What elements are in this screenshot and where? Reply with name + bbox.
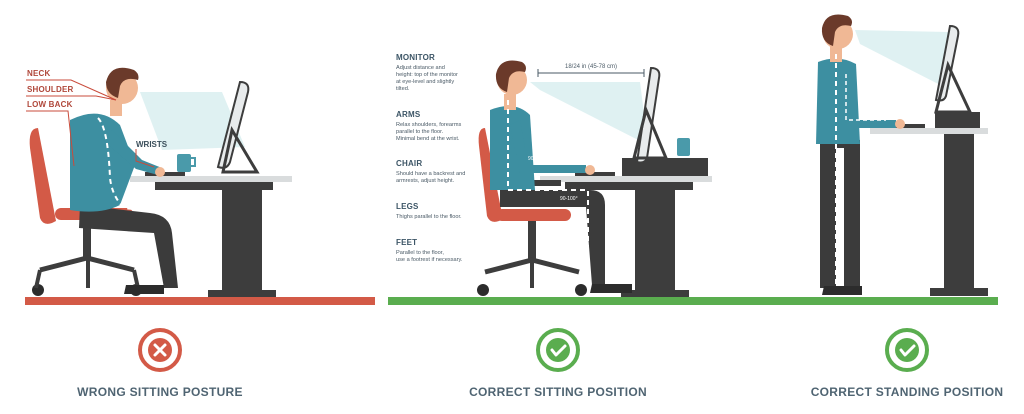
wrong-sitting-scene: NECK SHOULDER LOW BACK WRISTS — [26, 67, 292, 297]
posture-callouts — [26, 79, 155, 168]
floor-correct — [388, 297, 998, 305]
caption-correct-sitting: CORRECT SITTING POSITION — [469, 385, 647, 399]
floor-wrong — [25, 297, 375, 305]
label-shoulder: SHOULDER — [27, 85, 74, 94]
note-monitor-title: MONITOR — [396, 53, 435, 62]
monitor — [934, 24, 973, 114]
correct-sitting-scene: MONITOR Adjust distance and height: top … — [396, 53, 712, 297]
standing-desk — [870, 112, 988, 296]
sight-cone — [855, 30, 950, 90]
note-legs-line: Thighs parallel to the floor. — [396, 214, 462, 220]
check-icon — [885, 328, 929, 372]
note-monitor-line: tilted. — [396, 86, 410, 92]
keyboard — [575, 172, 615, 176]
note-legs-title: LEGS — [396, 202, 419, 211]
note-monitor-line: height: top of the monitor — [396, 72, 458, 78]
sight-cone — [530, 82, 648, 145]
mug — [177, 154, 191, 172]
note-chair-title: CHAIR — [396, 159, 422, 168]
check-icon — [536, 328, 580, 372]
elbow-angle: 90-100° — [528, 156, 546, 162]
note-arms-line: parallel to the floor. — [396, 129, 444, 135]
note-arms-line: Minimal bend at the wrist. — [396, 136, 460, 142]
monitor — [632, 66, 669, 164]
note-feet-line: Parallel to the floor, — [396, 250, 444, 256]
label-low-back: LOW BACK — [27, 100, 73, 109]
note-monitor-line: Adjust distance and — [396, 65, 445, 71]
correct-standing-scene — [816, 14, 988, 296]
distance-label: 18/24 in (45-78 cm) — [565, 64, 617, 70]
note-chair-line: Should have a backrest and — [396, 171, 465, 177]
monitor — [140, 80, 260, 174]
desk — [130, 176, 292, 297]
note-monitor-line: at eye-level and slightly — [396, 79, 454, 85]
person-slouching — [70, 67, 197, 294]
caption-wrong: WRONG SITTING POSTURE — [77, 385, 243, 399]
note-arms-title: ARMS — [396, 110, 421, 119]
person-standing — [816, 14, 905, 295]
person-sitting: 90-100° 90-100° — [490, 60, 632, 293]
note-arms-line: Relax shoulders, forearms — [396, 122, 461, 128]
guidance-notes: MONITOR Adjust distance and height: top … — [396, 53, 465, 263]
mug — [677, 138, 690, 156]
caption-correct-standing: CORRECT STANDING POSITION — [811, 385, 1004, 399]
keyboard — [145, 172, 185, 176]
cross-icon — [138, 328, 182, 372]
distance-measure: 18/24 in (45-78 cm) — [537, 64, 645, 77]
note-feet-line: use a footrest if necessary. — [396, 257, 463, 263]
label-wrists: WRISTS — [136, 140, 168, 149]
label-neck: NECK — [27, 69, 50, 78]
note-feet-title: FEET — [396, 238, 417, 247]
keyboard — [895, 124, 925, 128]
note-chair-line: armrests, adjust height. — [396, 178, 455, 184]
desk — [540, 158, 712, 297]
hip-angle: 90-100° — [560, 196, 578, 202]
